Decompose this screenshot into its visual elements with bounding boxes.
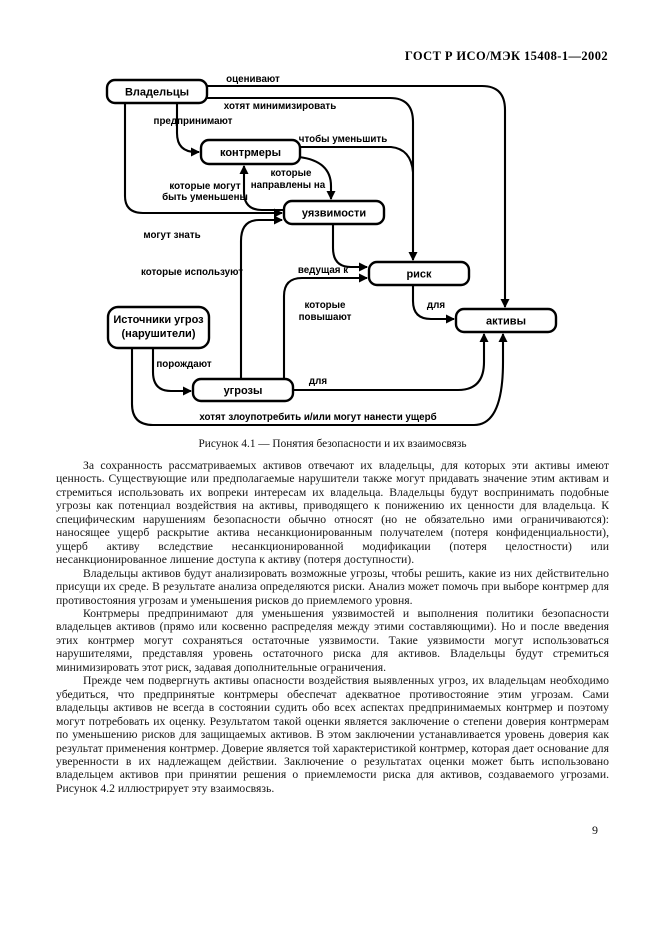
edge-exploit bbox=[239, 215, 283, 379]
label-for-threats: для bbox=[309, 376, 327, 387]
node-vulnerabilities: уязвимости bbox=[282, 199, 386, 226]
diagram-nodes: Владельцы контрмеры уязвимости риск акти… bbox=[105, 78, 558, 403]
node-threat-sources-line2: (нарушители) bbox=[122, 328, 196, 340]
label-for-risk: для bbox=[427, 300, 445, 311]
edge-risk-for-assets bbox=[411, 285, 455, 324]
edge-to-reduce bbox=[300, 145, 415, 173]
node-risk-label: риск bbox=[406, 269, 432, 281]
node-assets-label: активы bbox=[486, 316, 526, 328]
node-threat-sources-line1: Источники угроз bbox=[113, 314, 204, 326]
node-threat-sources: Источники угроз (нарушители) bbox=[106, 305, 211, 350]
node-countermeasures: контрмеры bbox=[199, 138, 302, 166]
label-directed-line1: которые bbox=[271, 168, 313, 179]
edge-may-know bbox=[123, 103, 283, 218]
paragraph: Контрмеры предпринимают для уменьшения у… bbox=[56, 606, 609, 674]
label-may-know: могут знать bbox=[143, 230, 200, 241]
node-owners-label: Владельцы bbox=[125, 87, 189, 99]
edge-undertake bbox=[175, 103, 200, 157]
page-header: ГОСТ Р ИСО/МЭК 15408-1—2002 bbox=[404, 49, 608, 63]
label-minimize: хотят минимизировать bbox=[224, 101, 336, 112]
label-directed-line2: направлены на bbox=[251, 180, 326, 191]
label-reduced-line2: быть уменьшены bbox=[162, 192, 248, 203]
node-risk: риск bbox=[367, 260, 471, 287]
edge-abuse bbox=[130, 333, 508, 427]
edge-minimize bbox=[207, 96, 418, 261]
label-increase-line1: которые bbox=[305, 300, 347, 311]
node-threats-label: угрозы bbox=[224, 385, 263, 397]
paragraph: Прежде чем подвергнуть активы опасности … bbox=[56, 674, 609, 795]
node-threats: угрозы bbox=[191, 377, 295, 403]
label-leading-to: ведущая к bbox=[298, 265, 348, 276]
label-reduced-line1: которые могут bbox=[169, 181, 240, 192]
security-concepts-diagram: оценивают хотят минимизировать предприни… bbox=[105, 74, 558, 427]
label-evaluate: оценивают bbox=[226, 74, 280, 85]
label-give-rise: порождают bbox=[156, 359, 211, 370]
node-assets: активы bbox=[454, 307, 558, 334]
diagram-edges bbox=[123, 84, 510, 427]
label-increase-line2: повышают bbox=[299, 312, 352, 323]
paragraph: За сохранность рассматриваемых активов о… bbox=[56, 459, 609, 567]
label-to-reduce: чтобы уменьшить bbox=[299, 134, 387, 145]
label-abuse: хотят злоупотребить и/или могут нанести … bbox=[199, 412, 436, 423]
edge-may-be-reduced bbox=[239, 165, 284, 212]
node-vulnerabilities-label: уязвимости bbox=[302, 208, 366, 220]
node-countermeasures-label: контрмеры bbox=[220, 147, 281, 159]
edge-give-rise bbox=[151, 348, 192, 396]
figure-caption: Рисунок 4.1 — Понятия безопасности и их … bbox=[198, 438, 467, 450]
edge-leading-to bbox=[331, 224, 368, 272]
label-exploit: которые используют bbox=[141, 267, 243, 278]
body-text: За сохранность рассматриваемых активов о… bbox=[56, 459, 609, 795]
edge-directed-at bbox=[298, 155, 336, 200]
paragraph: Владельцы активов будут анализировать во… bbox=[56, 566, 609, 607]
page-number: 9 bbox=[592, 823, 598, 837]
edge-threats-for-assets bbox=[293, 333, 489, 392]
edge-evaluate bbox=[207, 84, 510, 308]
edge-increase bbox=[282, 273, 368, 379]
diagram-edge-labels: оценивают хотят минимизировать предприни… bbox=[141, 74, 445, 423]
node-owners: Владельцы bbox=[105, 78, 209, 105]
label-undertake: предпринимают bbox=[154, 116, 233, 127]
